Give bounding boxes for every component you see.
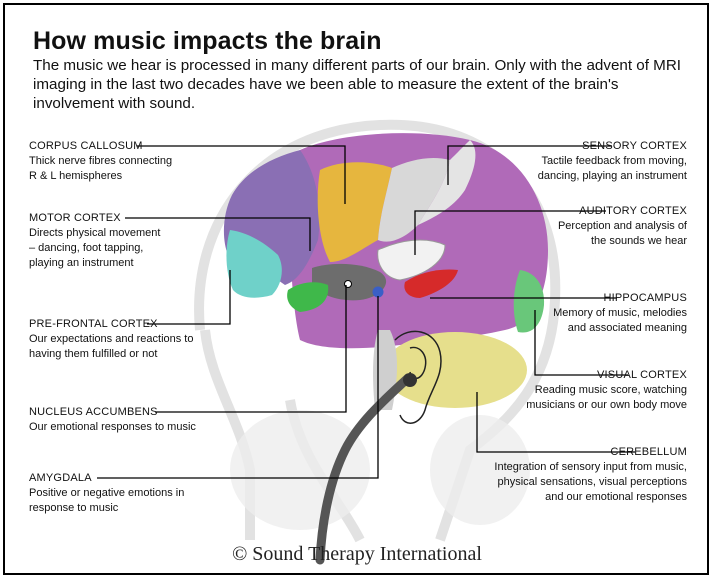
label-desc: playing an instrument bbox=[29, 256, 160, 271]
label-desc: Perception and analysis of bbox=[558, 219, 687, 234]
label-name: PRE-FRONTAL CORTEX bbox=[29, 317, 193, 332]
label-desc: dancing, playing an instrument bbox=[538, 169, 687, 184]
label-desc: Integration of sensory input from music, bbox=[494, 460, 687, 475]
label-desc: – dancing, foot tapping, bbox=[29, 241, 160, 256]
label-corpus-callosum: CORPUS CALLOSUM Thick nerve fibres conne… bbox=[29, 139, 172, 184]
head-shading bbox=[230, 410, 530, 530]
label-name: CEREBELLUM bbox=[494, 445, 687, 460]
label-auditory-cortex: AUDITORY CORTEX Perception and analysis … bbox=[558, 204, 687, 249]
label-name: SENSORY CORTEX bbox=[538, 139, 687, 154]
label-desc: Positive or negative emotions in bbox=[29, 486, 184, 501]
label-name: CORPUS CALLOSUM bbox=[29, 139, 172, 154]
label-name: AMYGDALA bbox=[29, 471, 184, 486]
label-sensory-cortex: SENSORY CORTEX Tactile feedback from mov… bbox=[538, 139, 687, 184]
copyright-credit: © Sound Therapy International bbox=[0, 543, 714, 566]
intro-paragraph: The music we hear is processed in many d… bbox=[33, 56, 699, 113]
label-hippocampus: HIPPOCAMPUS Memory of music, melodies an… bbox=[553, 291, 687, 336]
label-prefrontal-cortex: PRE-FRONTAL CORTEX Our expectations and … bbox=[29, 317, 193, 362]
label-desc: having them fulfilled or not bbox=[29, 347, 193, 362]
label-desc: Tactile feedback from moving, bbox=[538, 154, 687, 169]
label-desc: Our emotional responses to music bbox=[29, 420, 196, 435]
label-desc: the sounds we hear bbox=[558, 234, 687, 249]
label-desc: response to music bbox=[29, 501, 184, 516]
label-desc: musicians or our own body move bbox=[526, 398, 687, 413]
label-desc: Memory of music, melodies bbox=[553, 306, 687, 321]
label-desc: Thick nerve fibres connecting bbox=[29, 154, 172, 169]
label-desc: R & L hemispheres bbox=[29, 169, 172, 184]
label-desc: Reading music score, watching bbox=[526, 383, 687, 398]
cerebellum-region bbox=[383, 332, 527, 408]
label-desc: and associated meaning bbox=[553, 321, 687, 336]
diagram-title: How music impacts the brain bbox=[33, 27, 382, 56]
label-visual-cortex: VISUAL CORTEX Reading music score, watch… bbox=[526, 368, 687, 413]
label-desc: physical sensations, visual perceptions bbox=[494, 475, 687, 490]
label-name: VISUAL CORTEX bbox=[526, 368, 687, 383]
label-nucleus-accumbens: NUCLEUS ACCUMBENS Our emotional response… bbox=[29, 405, 196, 435]
label-desc: and our emotional responses bbox=[494, 490, 687, 505]
label-motor-cortex: MOTOR CORTEX Directs physical movement –… bbox=[29, 211, 160, 271]
label-cerebellum: CEREBELLUM Integration of sensory input … bbox=[494, 445, 687, 505]
label-name: NUCLEUS ACCUMBENS bbox=[29, 405, 196, 420]
label-name: HIPPOCAMPUS bbox=[553, 291, 687, 306]
label-name: AUDITORY CORTEX bbox=[558, 204, 687, 219]
label-desc: Our expectations and reactions to bbox=[29, 332, 193, 347]
label-amygdala: AMYGDALA Positive or negative emotions i… bbox=[29, 471, 184, 516]
label-name: MOTOR CORTEX bbox=[29, 211, 160, 226]
label-desc: Directs physical movement bbox=[29, 226, 160, 241]
amygdala-region bbox=[373, 287, 384, 298]
